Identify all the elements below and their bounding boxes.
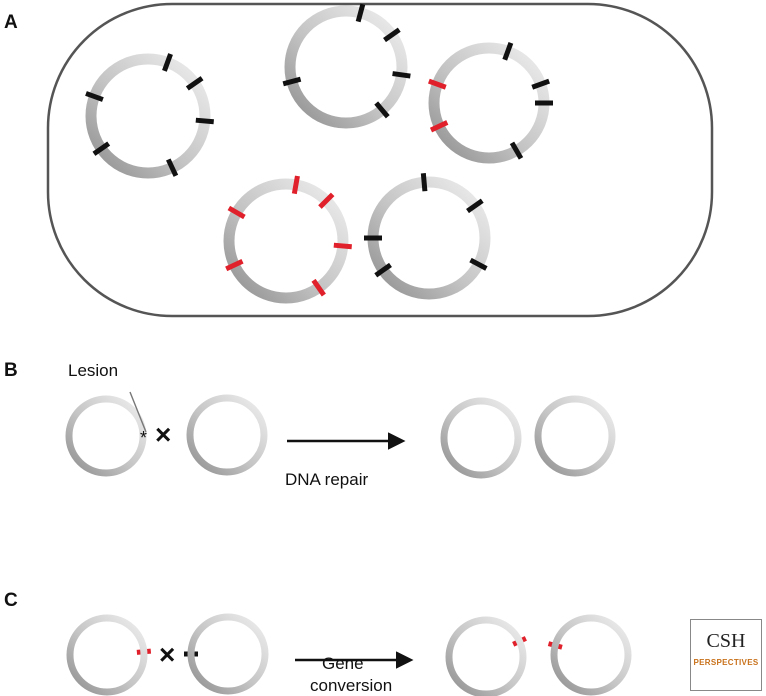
marker-a1-black-4 [92,141,111,156]
cross-mark-c: × [159,639,176,670]
logo-subtext: PERSPECTIVES [693,658,759,667]
plasmid-b2 [186,394,268,476]
marker-a4-red-3 [311,278,326,297]
lesion-pointer [129,391,147,433]
lesion-asterisk: * [140,428,148,448]
plasmid-b4 [534,395,616,477]
marker-a5-black-2 [469,257,488,271]
panel-label-c: C [4,590,18,611]
marker-a2-black-3 [374,101,390,119]
marker-a3-black-0 [502,42,514,61]
plasmid-a2 [284,5,408,129]
marker-a4-red-4 [225,259,244,272]
plasmid-a4 [223,178,349,304]
marker-a5-black-0 [420,173,428,192]
marker-a3-red-4 [429,120,449,133]
logo-text: CSH [706,630,746,652]
marker-a4-red-5 [227,205,246,220]
gene-conversion-label-line1: Gene [322,654,364,673]
marker-a1-black-3 [166,158,179,177]
gene-conversion-label-line2: conversion [310,676,393,695]
cell-outline [46,2,714,318]
marker-a3-red-5 [428,78,447,90]
marker-a4-red-0 [291,175,300,195]
plasmid-c1 [66,614,148,696]
panel-label-a: A [4,12,18,33]
plasmid-b1 [65,395,147,477]
marker-a1-black-5 [85,91,104,102]
marker-a2-black-1 [383,27,401,43]
lesion-label: Lesion [68,361,119,380]
plasmid-c4 [550,614,632,696]
plasmid-a5 [367,176,491,300]
marker-group [85,3,563,657]
marker-a4-red-1 [318,192,335,209]
marker-a1-black-1 [185,76,204,91]
cross-mark-b: × [155,419,172,450]
marker-a5-black-1 [466,198,484,214]
marker-a3-black-1 [531,78,550,90]
marker-a5-black-3 [374,262,392,278]
panel-label-b: B [4,360,18,381]
marker-a1-black-0 [162,53,173,72]
marker-a1-black-2 [195,117,214,125]
plasmid-b3 [440,397,522,479]
marker-a2-black-0 [355,3,366,23]
marker-a2-black-2 [392,71,411,79]
plasmid-a1 [85,53,211,179]
csh-perspectives-logo: CSH PERSPECTIVES [690,619,762,691]
plasmid-a3 [428,42,550,164]
marker-a4-red-2 [333,242,352,250]
marker-a2-black-4 [282,76,302,87]
plasmid-c2 [187,613,269,695]
marker-a3-black-3 [509,141,524,160]
plasmid-c3 [445,616,527,696]
dna-repair-label: DNA repair [285,470,369,489]
